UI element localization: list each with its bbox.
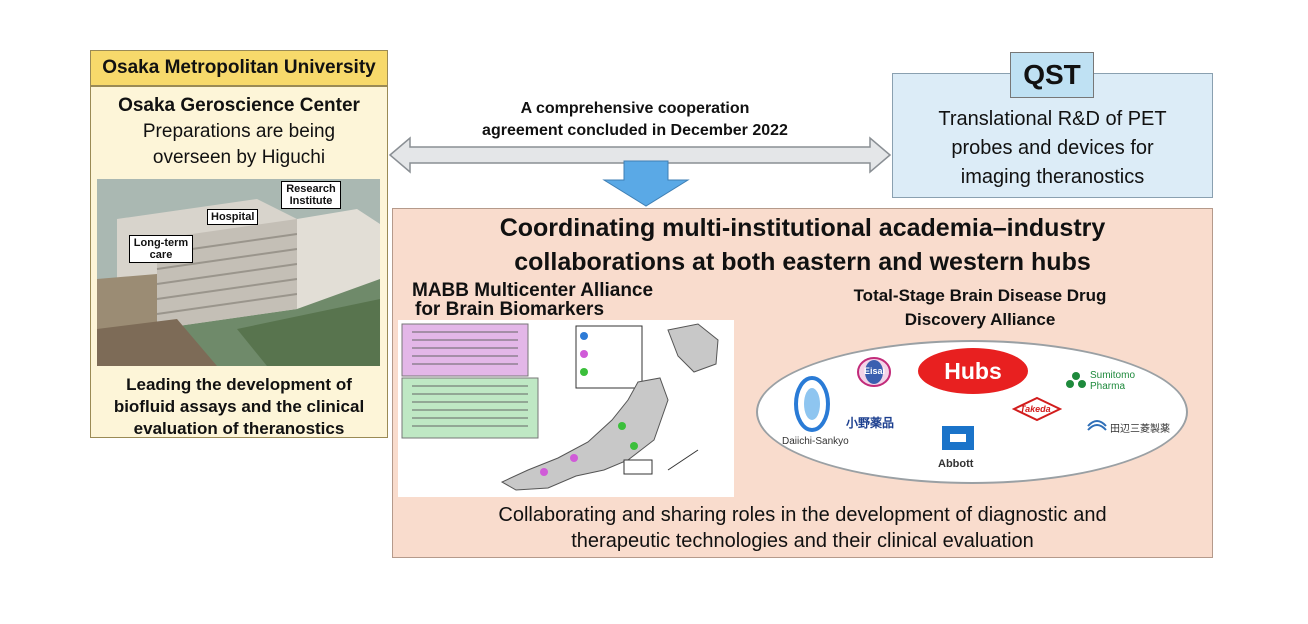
label-long-term-care: Long-term care xyxy=(129,235,193,263)
japan-map-graphic xyxy=(401,323,719,491)
daiichi-logo-icon xyxy=(792,376,832,436)
sumitomo-logo-icon xyxy=(1066,370,1086,392)
qst-line-1: Translational R&D of PET xyxy=(938,108,1167,130)
eisai-logo-icon xyxy=(856,356,892,388)
sumitomo-label: Sumitomo Pharma xyxy=(1090,370,1136,392)
coordinating-title-1: Coordinating multi-institutional academi… xyxy=(499,214,1106,242)
coordinating-title-2: collaborations at both eastern and weste… xyxy=(514,248,1091,276)
lead-line-2: biofluid assays and the clinical xyxy=(113,397,365,416)
center-title: Osaka Geroscience Center xyxy=(118,95,360,116)
mabb-title-2: for Brain Biomarkers xyxy=(415,299,605,320)
campus-photo: Research Institute Hospital Long-term ca… xyxy=(97,179,380,366)
agreement-line-1: A comprehensive cooperation xyxy=(520,100,750,117)
ono-label: 小野薬品 xyxy=(846,416,895,430)
japan-map xyxy=(398,320,734,497)
label-hospital: Hospital xyxy=(207,209,259,225)
drug-alliance-title-2: Discovery Alliance xyxy=(904,310,1056,329)
drug-alliance-title-1: Total-Stage Brain Disease Drug xyxy=(853,286,1107,305)
osaka-center-panel: Osaka Geroscience Center Preparations ar… xyxy=(90,86,388,438)
daiichi-label: Daiichi-Sankyo xyxy=(782,436,849,447)
agreement-line-2: agreement concluded in December 2022 xyxy=(482,122,788,139)
qst-badge: QST xyxy=(1010,52,1094,98)
hubs-badge: Hubs xyxy=(918,348,1028,394)
label-research-institute: Research Institute xyxy=(281,181,341,209)
mabb-title-1: MABB Multicenter Alliance xyxy=(412,280,654,301)
down-arrow xyxy=(602,160,690,207)
prep-line-2: overseen by Higuchi xyxy=(152,147,326,168)
abbott-label: Abbott xyxy=(938,458,974,470)
collab-line-1: Collaborating and sharing roles in the d… xyxy=(498,504,1107,526)
mitsubishi-logo-icon xyxy=(1086,416,1108,436)
takeda-logo-icon xyxy=(1011,396,1063,422)
prep-line-1: Preparations are being xyxy=(142,121,336,142)
mitsubishi-label: 田辺三菱製薬 xyxy=(1110,424,1170,435)
bidirectional-arrow xyxy=(388,136,892,174)
collab-line-2: therapeutic technologies and their clini… xyxy=(571,530,1034,552)
takeda-label: Takeda xyxy=(1020,404,1051,414)
lead-line-3: evaluation of theranostics xyxy=(133,419,345,438)
abbott-logo-icon xyxy=(938,420,978,456)
eisai-label: Eisai xyxy=(864,366,886,376)
university-header: Osaka Metropolitan University xyxy=(90,50,388,86)
qst-line-3: imaging theranostics xyxy=(960,166,1145,188)
lead-line-1: Leading the development of xyxy=(126,375,352,394)
qst-line-2: probes and devices for xyxy=(951,137,1154,159)
